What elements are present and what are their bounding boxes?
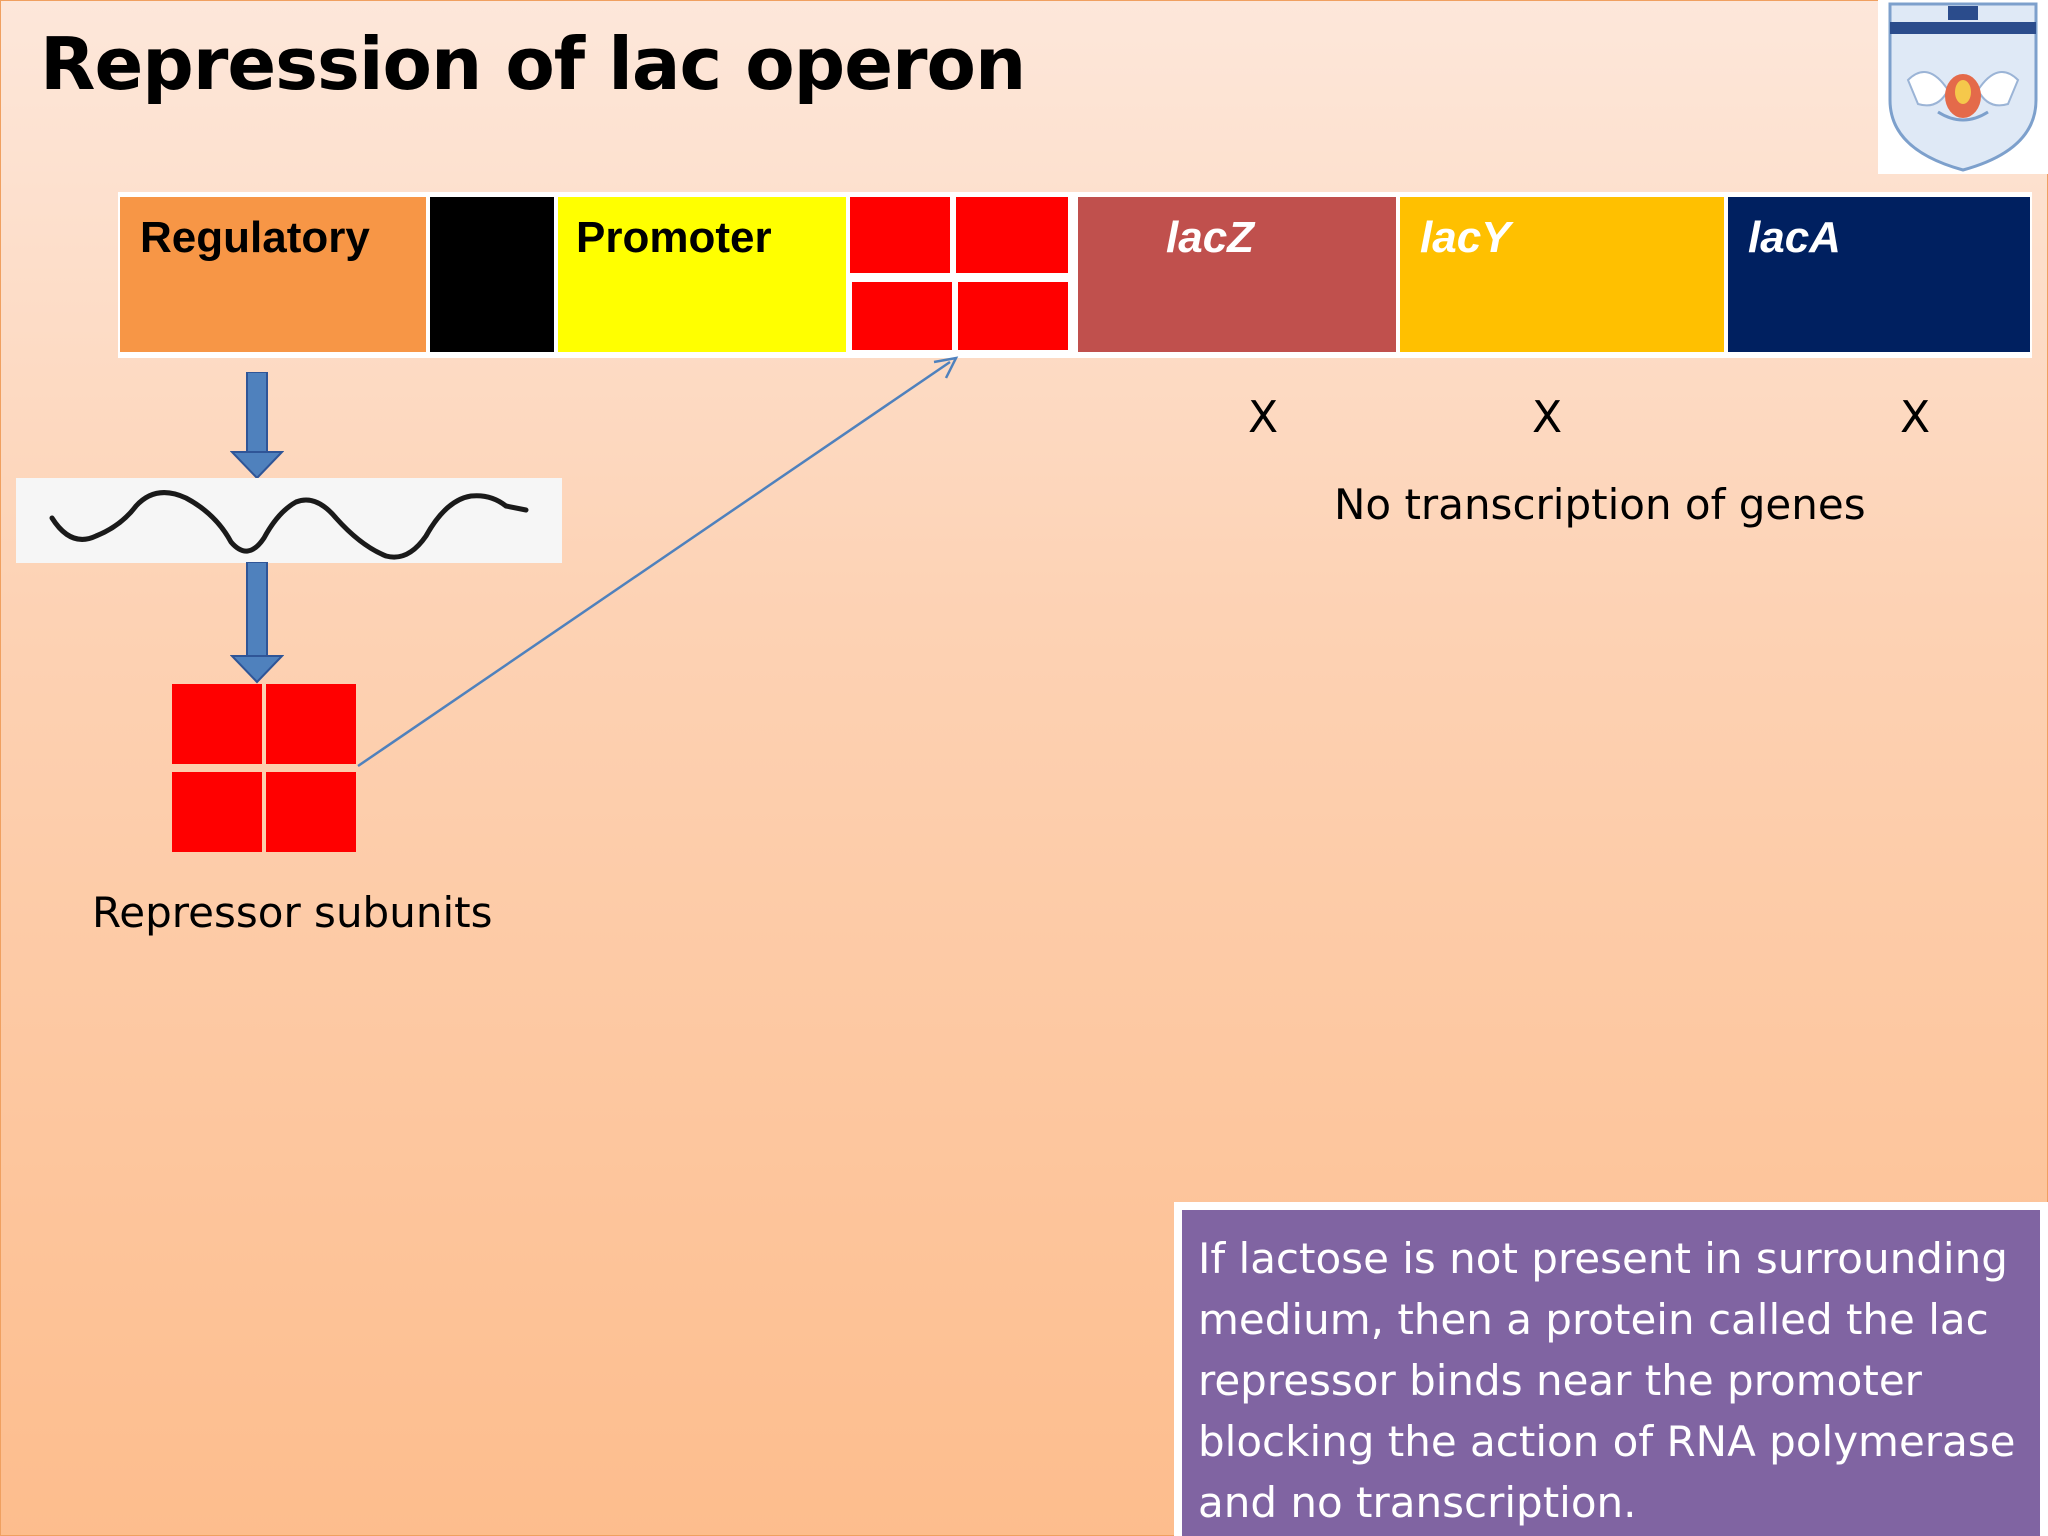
lacy-gene-segment: lacY — [1400, 197, 1724, 352]
repressor-subunit — [172, 684, 262, 764]
lac-operon-strip: Regulatory Promoter lacZ lacY lacA — [118, 192, 2032, 358]
no-transcription-mark-lacy: X — [1532, 392, 1563, 443]
regulatory-gene-segment: Regulatory — [120, 197, 426, 352]
operator-block-top-left — [850, 197, 950, 273]
laca-label: lacA — [1748, 213, 1841, 262]
university-logo — [1878, 0, 2048, 174]
lacz-gene-segment: lacZ — [1078, 197, 1396, 352]
no-transcription-label: No transcription of genes — [1334, 480, 1866, 529]
bound-repressor-bottom-left — [852, 282, 952, 350]
promoter-label: Promoter — [576, 213, 772, 262]
explanation-box: If lactose is not present in surrounding… — [1174, 1202, 2048, 1536]
repressor-subunits-label: Repressor subunits — [92, 888, 493, 937]
down-arrow-icon — [230, 562, 284, 684]
operator-block-top-right — [956, 197, 1068, 273]
explanation-text: If lactose is not present in surrounding… — [1182, 1210, 2040, 1536]
lacy-label: lacY — [1420, 213, 1511, 262]
slide-title: Repression of lac operon — [40, 22, 1026, 106]
lacz-label: lacZ — [1166, 213, 1255, 262]
repressor-subunit — [266, 772, 356, 852]
promoter-segment: Promoter — [558, 197, 846, 352]
laca-gene-segment: lacA — [1728, 197, 2030, 352]
black-segment — [430, 197, 554, 352]
down-arrow-icon — [230, 372, 284, 480]
no-transcription-mark-laca: X — [1900, 392, 1931, 443]
repressor-subunit — [172, 772, 262, 852]
mrna-image — [16, 478, 562, 563]
regulatory-label: Regulatory — [140, 213, 370, 262]
bound-repressor-bottom-right — [958, 282, 1068, 350]
university-seal-icon — [1888, 2, 2038, 172]
repressor-subunit — [266, 684, 356, 764]
no-transcription-mark-lacz: X — [1248, 392, 1279, 443]
mrna-wave-icon — [49, 490, 529, 560]
